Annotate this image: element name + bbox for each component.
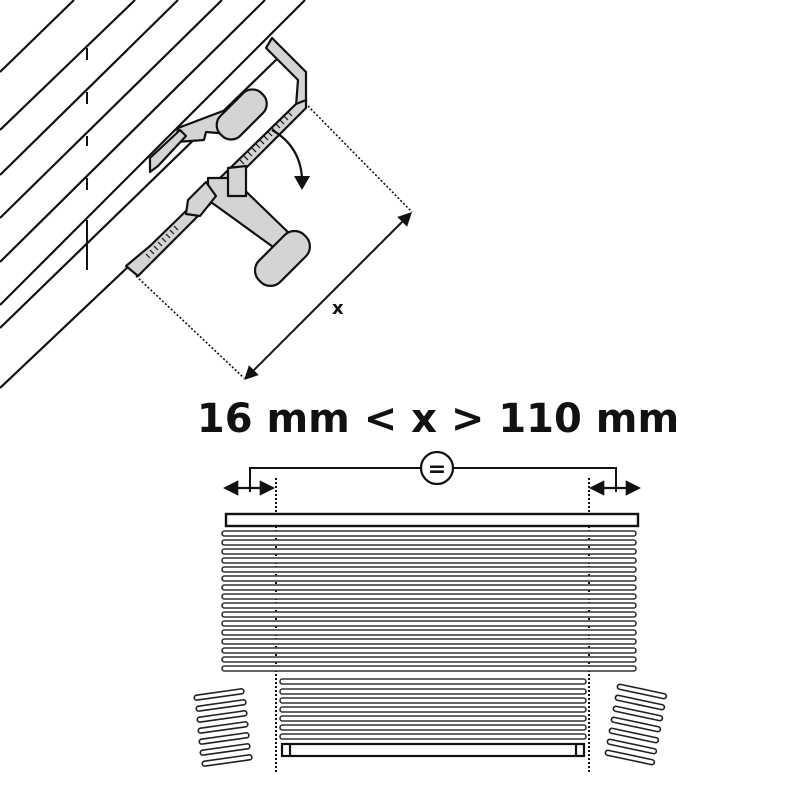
- bracket: [124, 36, 311, 287]
- dimension-x-label: x: [332, 298, 344, 319]
- removed-slats-left: [193, 688, 253, 767]
- rotation-arrow-icon: [271, 129, 304, 179]
- ruler-ticks: [145, 111, 293, 259]
- headrail: [224, 512, 640, 528]
- headrail-diagonal-lines: [0, 0, 306, 389]
- bottom-rail: [280, 742, 586, 758]
- equal-symbol: =: [428, 457, 446, 482]
- bracket-top-clip: [264, 36, 308, 108]
- rotation-arrowhead-icon: [294, 176, 310, 190]
- upper-handle: [215, 88, 268, 141]
- dimension-x: x: [135, 105, 413, 380]
- distance-rule-text: 16 mm < x > 110 mm: [197, 396, 679, 442]
- upper-slats: [221, 530, 637, 672]
- lower-slats: [279, 678, 587, 740]
- blind-front-view: =: [193, 450, 668, 772]
- isometric-bracket-view: x: [0, 0, 413, 389]
- removed-slats-right: [604, 683, 668, 766]
